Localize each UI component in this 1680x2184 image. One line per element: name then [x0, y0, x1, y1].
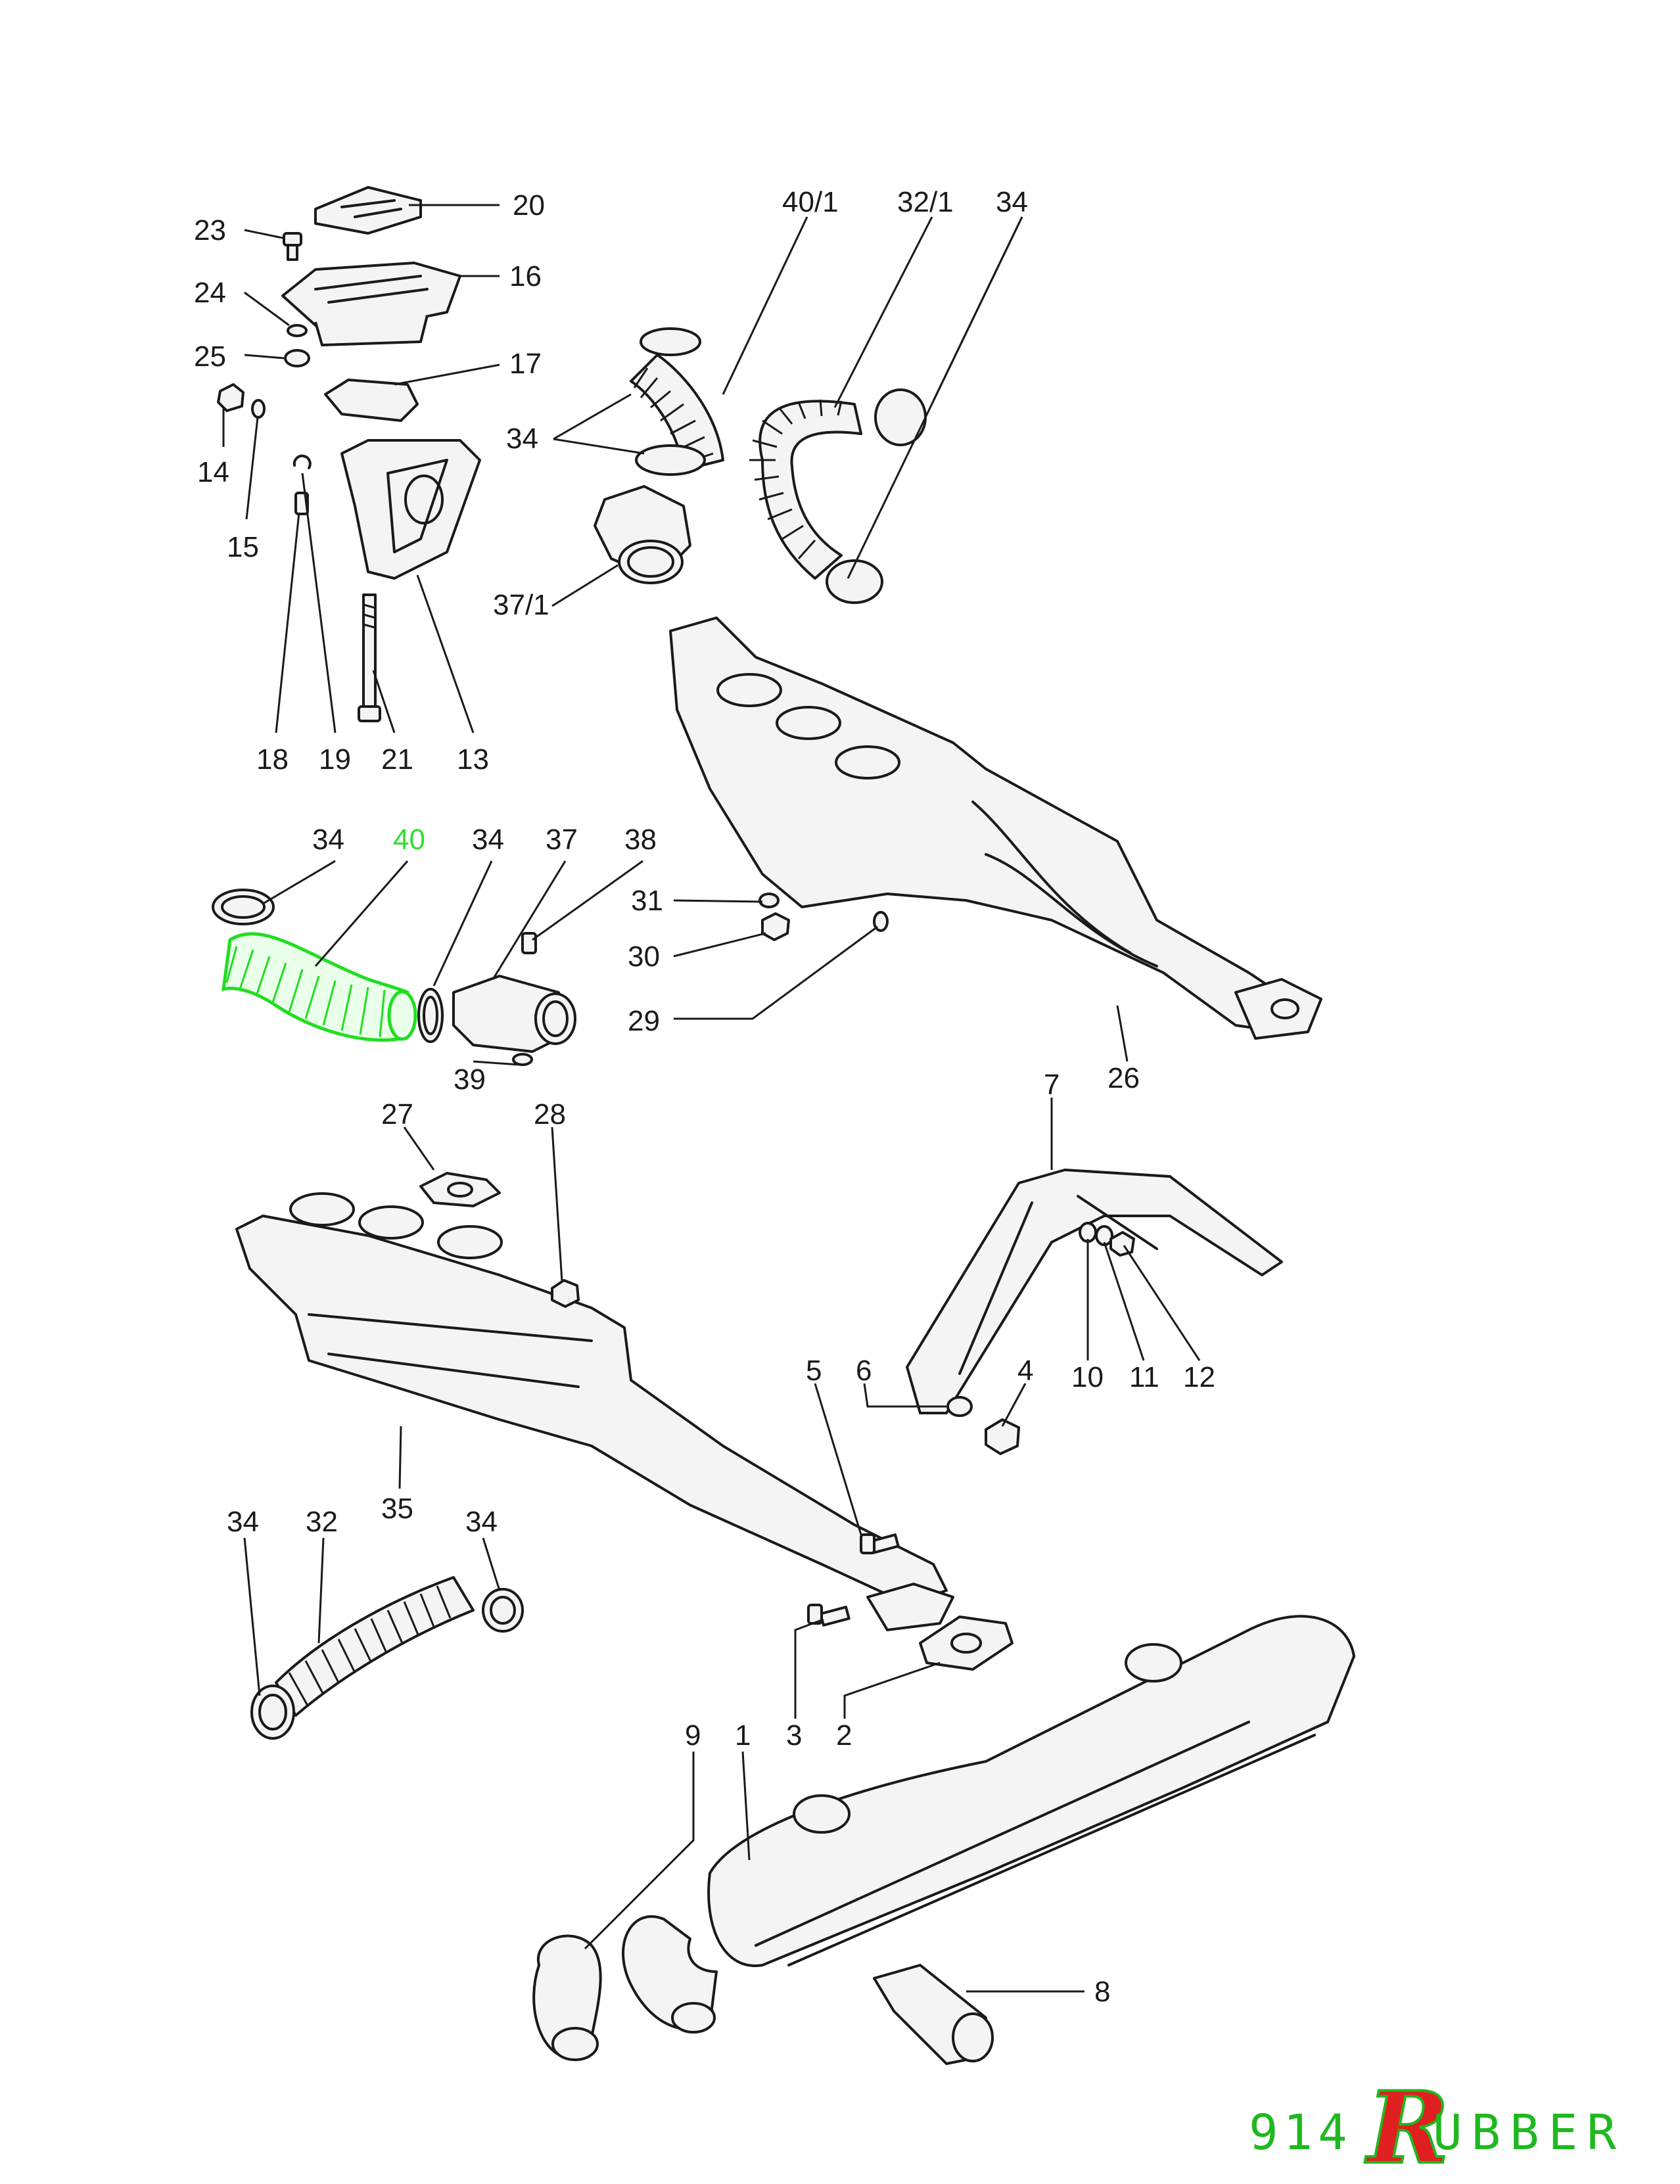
part-34-clamp-e	[250, 1684, 295, 1740]
part-number-labels: 20 23 16 24 25 17 14 15 18 19 21 13 40/1…	[194, 186, 1215, 2008]
label-19: 19	[319, 743, 351, 776]
part-17-plate	[324, 379, 419, 422]
label-40-highlighted: 40	[393, 824, 425, 856]
label-11: 11	[1129, 1361, 1159, 1393]
part-37-1-elbow	[594, 485, 691, 584]
label-7: 7	[1044, 1069, 1060, 1101]
label-34-c: 34	[312, 824, 344, 856]
part-15-washer	[251, 399, 266, 419]
label-34-a: 34	[996, 186, 1028, 218]
label-29: 29	[628, 1005, 660, 1037]
label-34-e: 34	[227, 1506, 259, 1538]
label-16: 16	[509, 260, 542, 292]
label-14: 14	[197, 456, 229, 488]
part-8-tail-tip	[873, 1964, 994, 2065]
label-5: 5	[806, 1355, 822, 1387]
label-35: 35	[381, 1493, 413, 1525]
label-15: 15	[227, 531, 259, 563]
part-14-nut	[217, 383, 245, 412]
brand-word: UBBER	[1433, 2104, 1625, 2161]
part-32-hose	[275, 1576, 475, 1717]
label-34-d: 34	[472, 824, 504, 856]
label-24: 24	[194, 277, 226, 309]
label-26: 26	[1108, 1062, 1140, 1094]
part-21-long-bolt	[358, 593, 381, 722]
part-30-nut	[761, 912, 790, 941]
label-37-1: 37/1	[493, 589, 549, 621]
part-13-bracket	[340, 439, 481, 580]
part-19-clip	[292, 454, 312, 469]
part-37-elbow	[452, 975, 576, 1053]
label-2: 2	[836, 1719, 852, 1752]
part-34-clamp-d	[417, 988, 444, 1043]
label-9: 9	[685, 1719, 701, 1752]
brand-letter: R	[1365, 2070, 1449, 2184]
part-23-bolt	[283, 232, 302, 261]
part-9-pipe	[532, 1934, 602, 2061]
label-21: 21	[381, 743, 413, 776]
label-8: 8	[1094, 1976, 1110, 2008]
part-27-gasket	[419, 1172, 501, 1207]
part-12-nut	[1109, 1231, 1135, 1257]
label-1: 1	[735, 1719, 751, 1752]
part-28-nut	[551, 1279, 580, 1308]
part-7-bracket	[906, 1169, 1283, 1414]
part-35-heat-exchanger	[235, 1192, 954, 1631]
part-4-nut	[985, 1418, 1020, 1455]
part-39-nut	[512, 1053, 533, 1066]
brand-logo: 914 R UBBER	[1249, 2069, 1625, 2184]
label-28: 28	[534, 1098, 566, 1130]
part-24-washer	[287, 324, 308, 337]
label-12: 12	[1183, 1361, 1215, 1393]
part-29-nut	[873, 911, 889, 932]
label-32: 32	[306, 1506, 338, 1538]
part-20-bracket	[314, 186, 422, 235]
label-32-1: 32/1	[897, 186, 954, 218]
part-3-bolt	[807, 1604, 851, 1627]
part-6-washer	[946, 1396, 973, 1417]
label-31: 31	[631, 885, 663, 917]
leader-lines	[222, 204, 1201, 1993]
label-30: 30	[628, 941, 660, 973]
label-37: 37	[546, 824, 578, 856]
label-38: 38	[624, 824, 657, 856]
part-5-bolt	[860, 1533, 900, 1554]
label-23: 23	[194, 214, 226, 246]
label-4: 4	[1017, 1355, 1033, 1387]
brand-number: 914	[1249, 2104, 1353, 2161]
label-34-b: 34	[506, 423, 538, 455]
label-6: 6	[856, 1355, 872, 1387]
label-10: 10	[1071, 1361, 1104, 1393]
label-34-f: 34	[465, 1506, 498, 1538]
part-16-engine-mount	[281, 262, 461, 346]
label-27: 27	[381, 1098, 413, 1130]
label-20: 20	[513, 189, 545, 221]
part-25-nut	[284, 349, 310, 367]
part-1-muffler	[622, 1615, 1355, 2033]
part-31-washer	[758, 893, 780, 908]
part-40-hose-highlighted	[222, 932, 417, 1042]
part-34-clamp-c	[212, 889, 275, 925]
part-26-heat-exchanger	[669, 616, 1322, 1040]
part-32-1-hose	[749, 388, 927, 604]
label-39: 39	[454, 1063, 486, 1096]
part-38-screw	[521, 932, 537, 954]
label-25: 25	[194, 340, 226, 373]
label-13: 13	[457, 743, 489, 776]
label-18: 18	[256, 743, 289, 776]
label-17: 17	[509, 348, 542, 380]
part-10-washer	[1079, 1222, 1097, 1243]
label-3: 3	[786, 1719, 802, 1752]
part-2-gasket	[919, 1615, 1014, 1671]
label-40-1: 40/1	[782, 186, 839, 218]
part-34-clamp-f	[482, 1588, 524, 1633]
part-40-1-hose	[630, 327, 724, 476]
